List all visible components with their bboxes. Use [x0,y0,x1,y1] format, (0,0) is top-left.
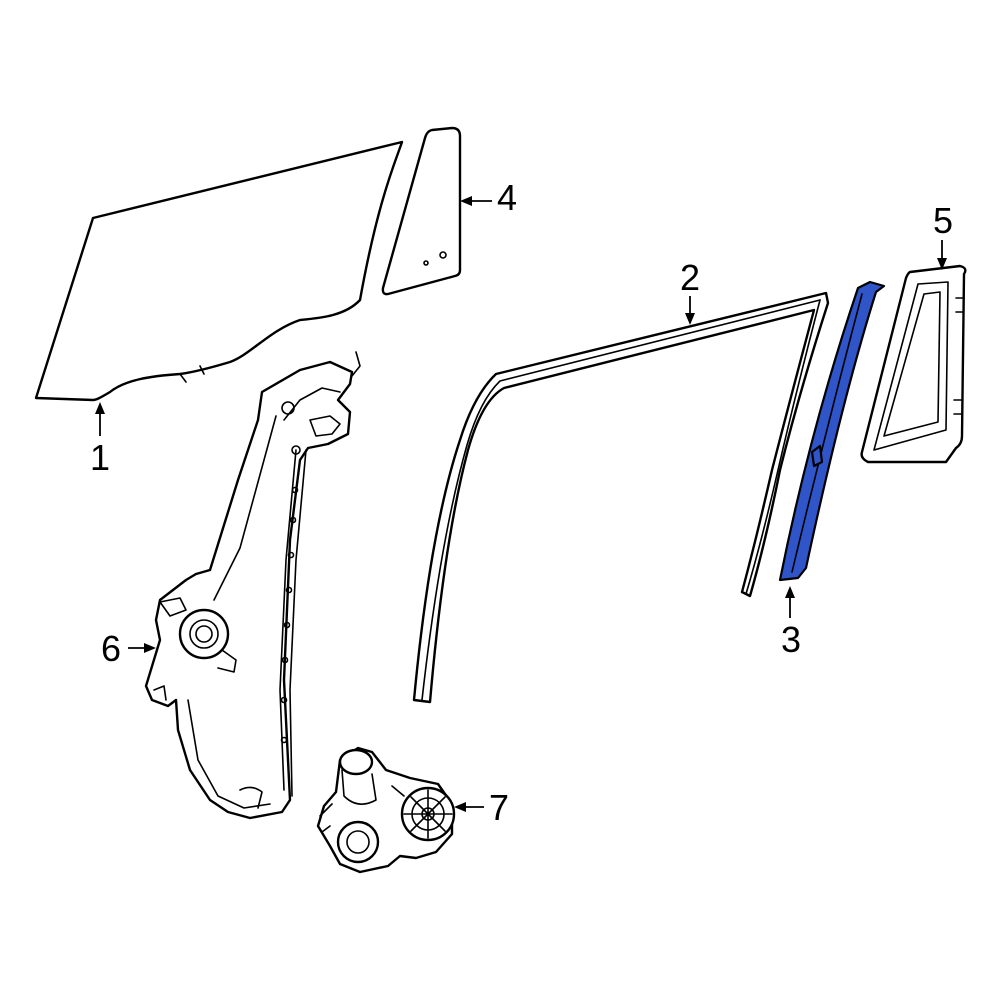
callout-2[interactable]: 2 [680,257,700,298]
callout-6-leader [128,643,156,653]
part-2-run-channel[interactable] [412,291,830,704]
callout-1-leader [95,402,105,436]
part-4-vent-glass[interactable] [381,126,462,296]
part-3-highlight [778,280,886,582]
callout-7[interactable]: 7 [489,787,509,828]
callout-4[interactable]: 4 [497,177,517,218]
callout-3-leader [785,586,795,618]
callout-7-leader [454,802,484,812]
part-1-door-glass[interactable] [34,140,404,402]
callout-1[interactable]: 1 [90,437,110,478]
callout-3[interactable]: 3 [781,619,801,660]
callout-4-leader [460,196,492,206]
callout-5-leader [937,240,947,270]
callout-6[interactable]: 6 [101,628,121,669]
callout-5[interactable]: 5 [933,200,953,241]
part-7-window-motor[interactable] [316,746,456,874]
callout-2-leader [685,296,695,325]
part-5-quarter-frame[interactable] [860,264,967,464]
part-3-tab [810,444,824,468]
part-6-window-regulator[interactable] [144,351,361,820]
part-3-division-channel[interactable] [778,280,886,582]
